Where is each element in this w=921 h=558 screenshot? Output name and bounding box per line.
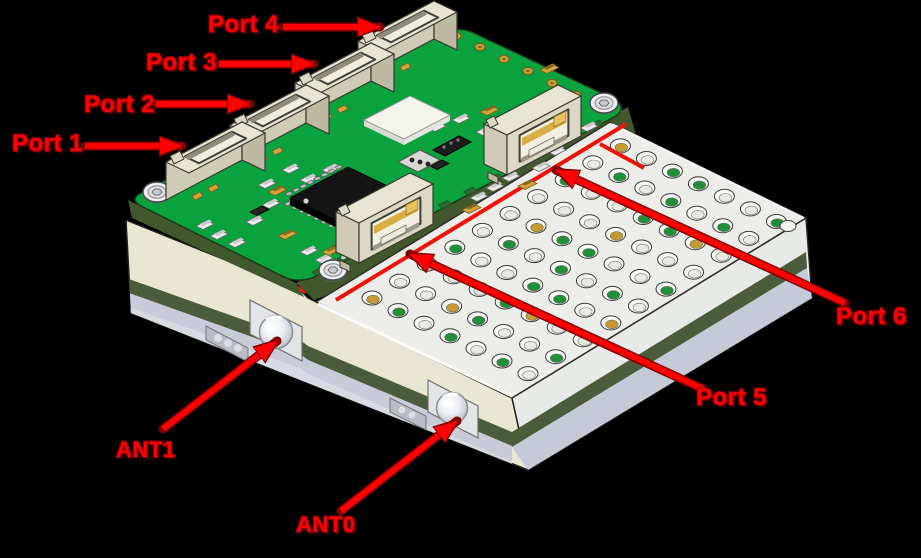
pin-header	[431, 135, 473, 157]
port-5-connector	[334, 172, 435, 273]
arrow-ant0	[336, 416, 462, 516]
ant0-hole	[389, 379, 479, 439]
label-port-3: Port 3	[146, 49, 218, 76]
front-green-stripe	[126, 278, 512, 446]
ant1-hole	[205, 299, 303, 363]
label-port-1: Port 1	[12, 130, 84, 157]
label-ant0: ANT0	[296, 512, 356, 537]
label-port-2: Port 2	[84, 91, 156, 118]
arrow-ant1	[158, 336, 282, 434]
red-gasket-side	[334, 122, 628, 302]
label-port-5: Port 5	[696, 384, 768, 411]
arrow-port-6	[556, 165, 850, 308]
annotation-arrows	[80, 27, 850, 516]
port-6-connector	[482, 84, 583, 185]
label-port-6: Port 6	[836, 303, 908, 330]
red-gasket-right	[599, 142, 645, 170]
label-port-4: Port 4	[208, 11, 280, 38]
aux-connector	[396, 149, 442, 173]
plate-corner-hole	[779, 220, 797, 232]
label-ant1: ANT1	[116, 437, 176, 462]
shield-can	[362, 95, 452, 145]
pcb	[128, 28, 622, 297]
port-1-connector	[164, 121, 267, 201]
right-green-stripe	[512, 252, 807, 447]
arrow-port-5	[410, 249, 708, 394]
